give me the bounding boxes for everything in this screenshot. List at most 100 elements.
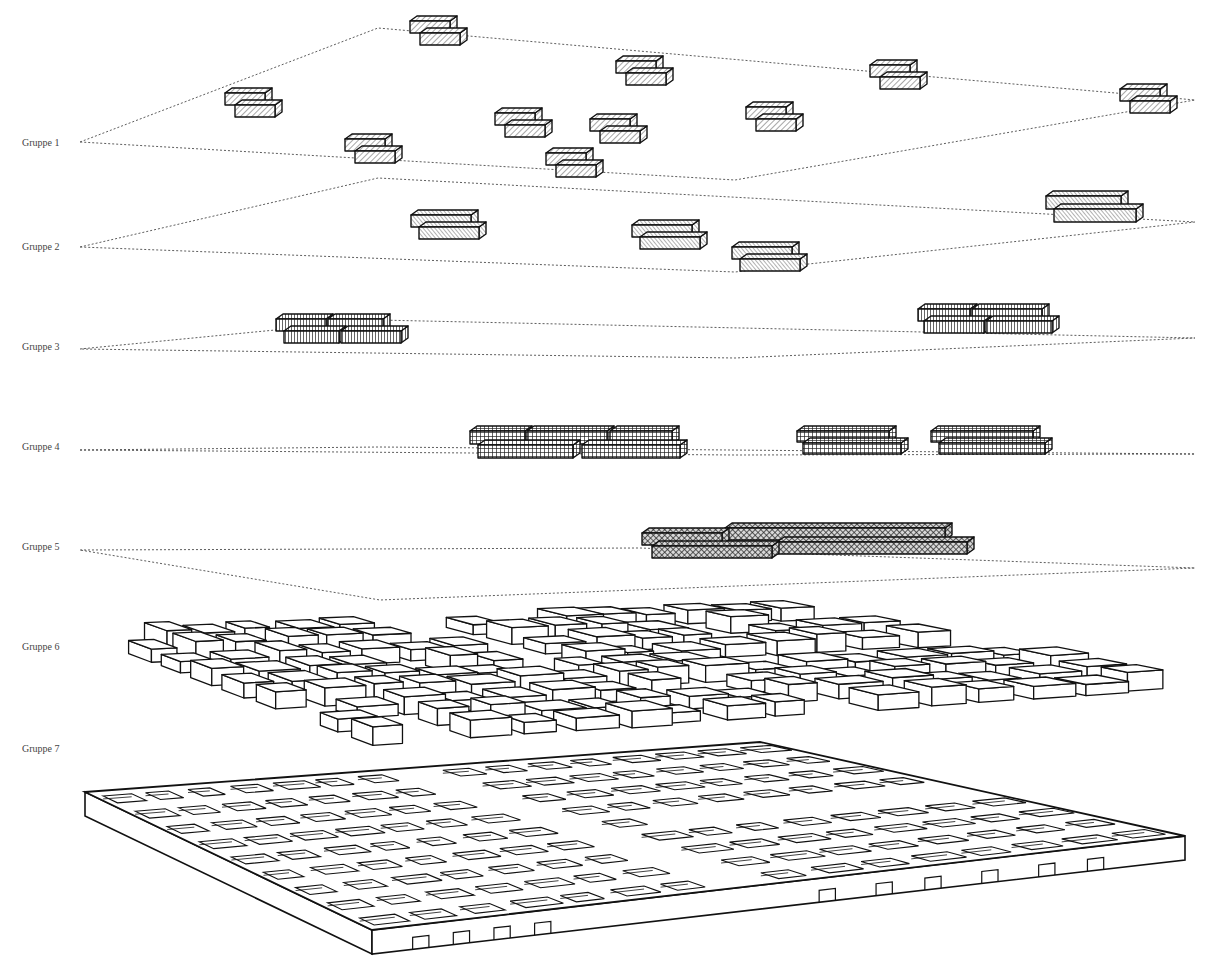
block-face (1004, 677, 1076, 686)
hole-depth (961, 850, 991, 853)
courtyard-hole (1112, 830, 1166, 838)
hole-outline (925, 803, 975, 811)
block-face (1019, 647, 1088, 656)
white-block (1004, 677, 1076, 699)
courtyard-hole (787, 757, 830, 764)
block-face (568, 627, 635, 636)
building-face (1046, 191, 1128, 196)
hole-outline (656, 767, 703, 774)
hole-depth (524, 881, 558, 885)
hole-outline (922, 819, 975, 828)
block-face (682, 657, 748, 666)
courtyard-hole (922, 819, 975, 828)
courtyard-hole (179, 806, 221, 815)
building-face (740, 259, 800, 271)
hole-depth (167, 827, 194, 829)
block-face (932, 685, 966, 706)
hole-outline (653, 798, 698, 806)
courtyard-hole (698, 794, 744, 802)
courtyard-hole (381, 823, 425, 832)
hole-depth (315, 781, 337, 783)
slab-notch (1039, 863, 1055, 877)
block-face (849, 685, 919, 695)
courtyard-hole (510, 897, 563, 908)
courtyard-hole (426, 889, 474, 899)
hole-depth (1062, 838, 1097, 842)
courtyard-hole (460, 903, 505, 913)
hole-outline (700, 779, 743, 786)
hole-depth (245, 838, 278, 841)
white-block (352, 717, 403, 746)
hole-outline (689, 827, 732, 835)
courtyard-hole (167, 824, 209, 833)
white-block (703, 697, 765, 720)
block-face (789, 626, 845, 634)
courtyard-hole (770, 851, 825, 861)
hole-outline (761, 870, 806, 879)
hole-depth (743, 763, 769, 765)
hole-depth (426, 822, 451, 824)
slab-notch (982, 870, 998, 884)
hole-depth (700, 782, 723, 784)
block-face (815, 675, 883, 684)
hole-outline (834, 781, 885, 789)
hole-depth (787, 760, 809, 762)
hole-outline (607, 802, 650, 810)
hole-outline (537, 859, 583, 868)
hole-outline (344, 880, 387, 890)
hole-outline (278, 850, 321, 859)
hole-depth (471, 817, 503, 820)
hatched-building (341, 326, 408, 343)
hole-depth (522, 797, 547, 799)
building-face (880, 77, 920, 89)
block-face (652, 642, 720, 651)
slab-notch (453, 931, 469, 945)
building-face (505, 120, 552, 125)
building-face (419, 227, 479, 239)
block-face (384, 687, 446, 697)
block-face (700, 636, 766, 644)
building-face (626, 68, 673, 73)
courtyard-hole (443, 768, 487, 776)
courtyard-hole (377, 894, 420, 904)
hole-outline (789, 786, 833, 793)
hole-outline (878, 808, 929, 816)
hole-outline (562, 806, 610, 814)
courtyard-hole (656, 782, 706, 790)
hatched-building (986, 316, 1059, 333)
group-label: Gruppe 2 (22, 241, 60, 253)
block-face (796, 618, 861, 625)
courtyard-hole (689, 827, 732, 835)
courtyard-hole (135, 809, 180, 818)
hole-depth (574, 876, 600, 879)
hole-depth (296, 888, 323, 891)
courtyard-hole (607, 802, 650, 810)
block-face (352, 717, 403, 727)
hole-outline (526, 777, 574, 785)
group-label: Gruppe 3 (22, 341, 60, 353)
hole-outline (831, 812, 881, 820)
courtyard-hole (256, 816, 300, 825)
building-face (495, 108, 542, 113)
hole-outline (463, 832, 508, 841)
hole-depth (358, 778, 382, 780)
block-face (664, 603, 724, 610)
courtyard-hole (463, 832, 508, 841)
hole-outline (485, 765, 527, 772)
building-face (355, 151, 395, 163)
hole-outline (483, 781, 532, 789)
building-face (478, 445, 573, 458)
hole-depth (730, 842, 762, 845)
hole-outline (655, 752, 704, 759)
courtyard-hole (911, 852, 966, 861)
block-face (255, 641, 307, 651)
building-face (470, 426, 532, 431)
hole-depth (811, 866, 845, 870)
hole-depth (453, 853, 485, 856)
hole-depth (547, 844, 577, 847)
hole-depth (463, 835, 491, 838)
courtyard-hole (392, 874, 442, 884)
hole-depth (789, 789, 812, 791)
hole-outline (179, 806, 221, 815)
hole-outline (377, 894, 420, 904)
